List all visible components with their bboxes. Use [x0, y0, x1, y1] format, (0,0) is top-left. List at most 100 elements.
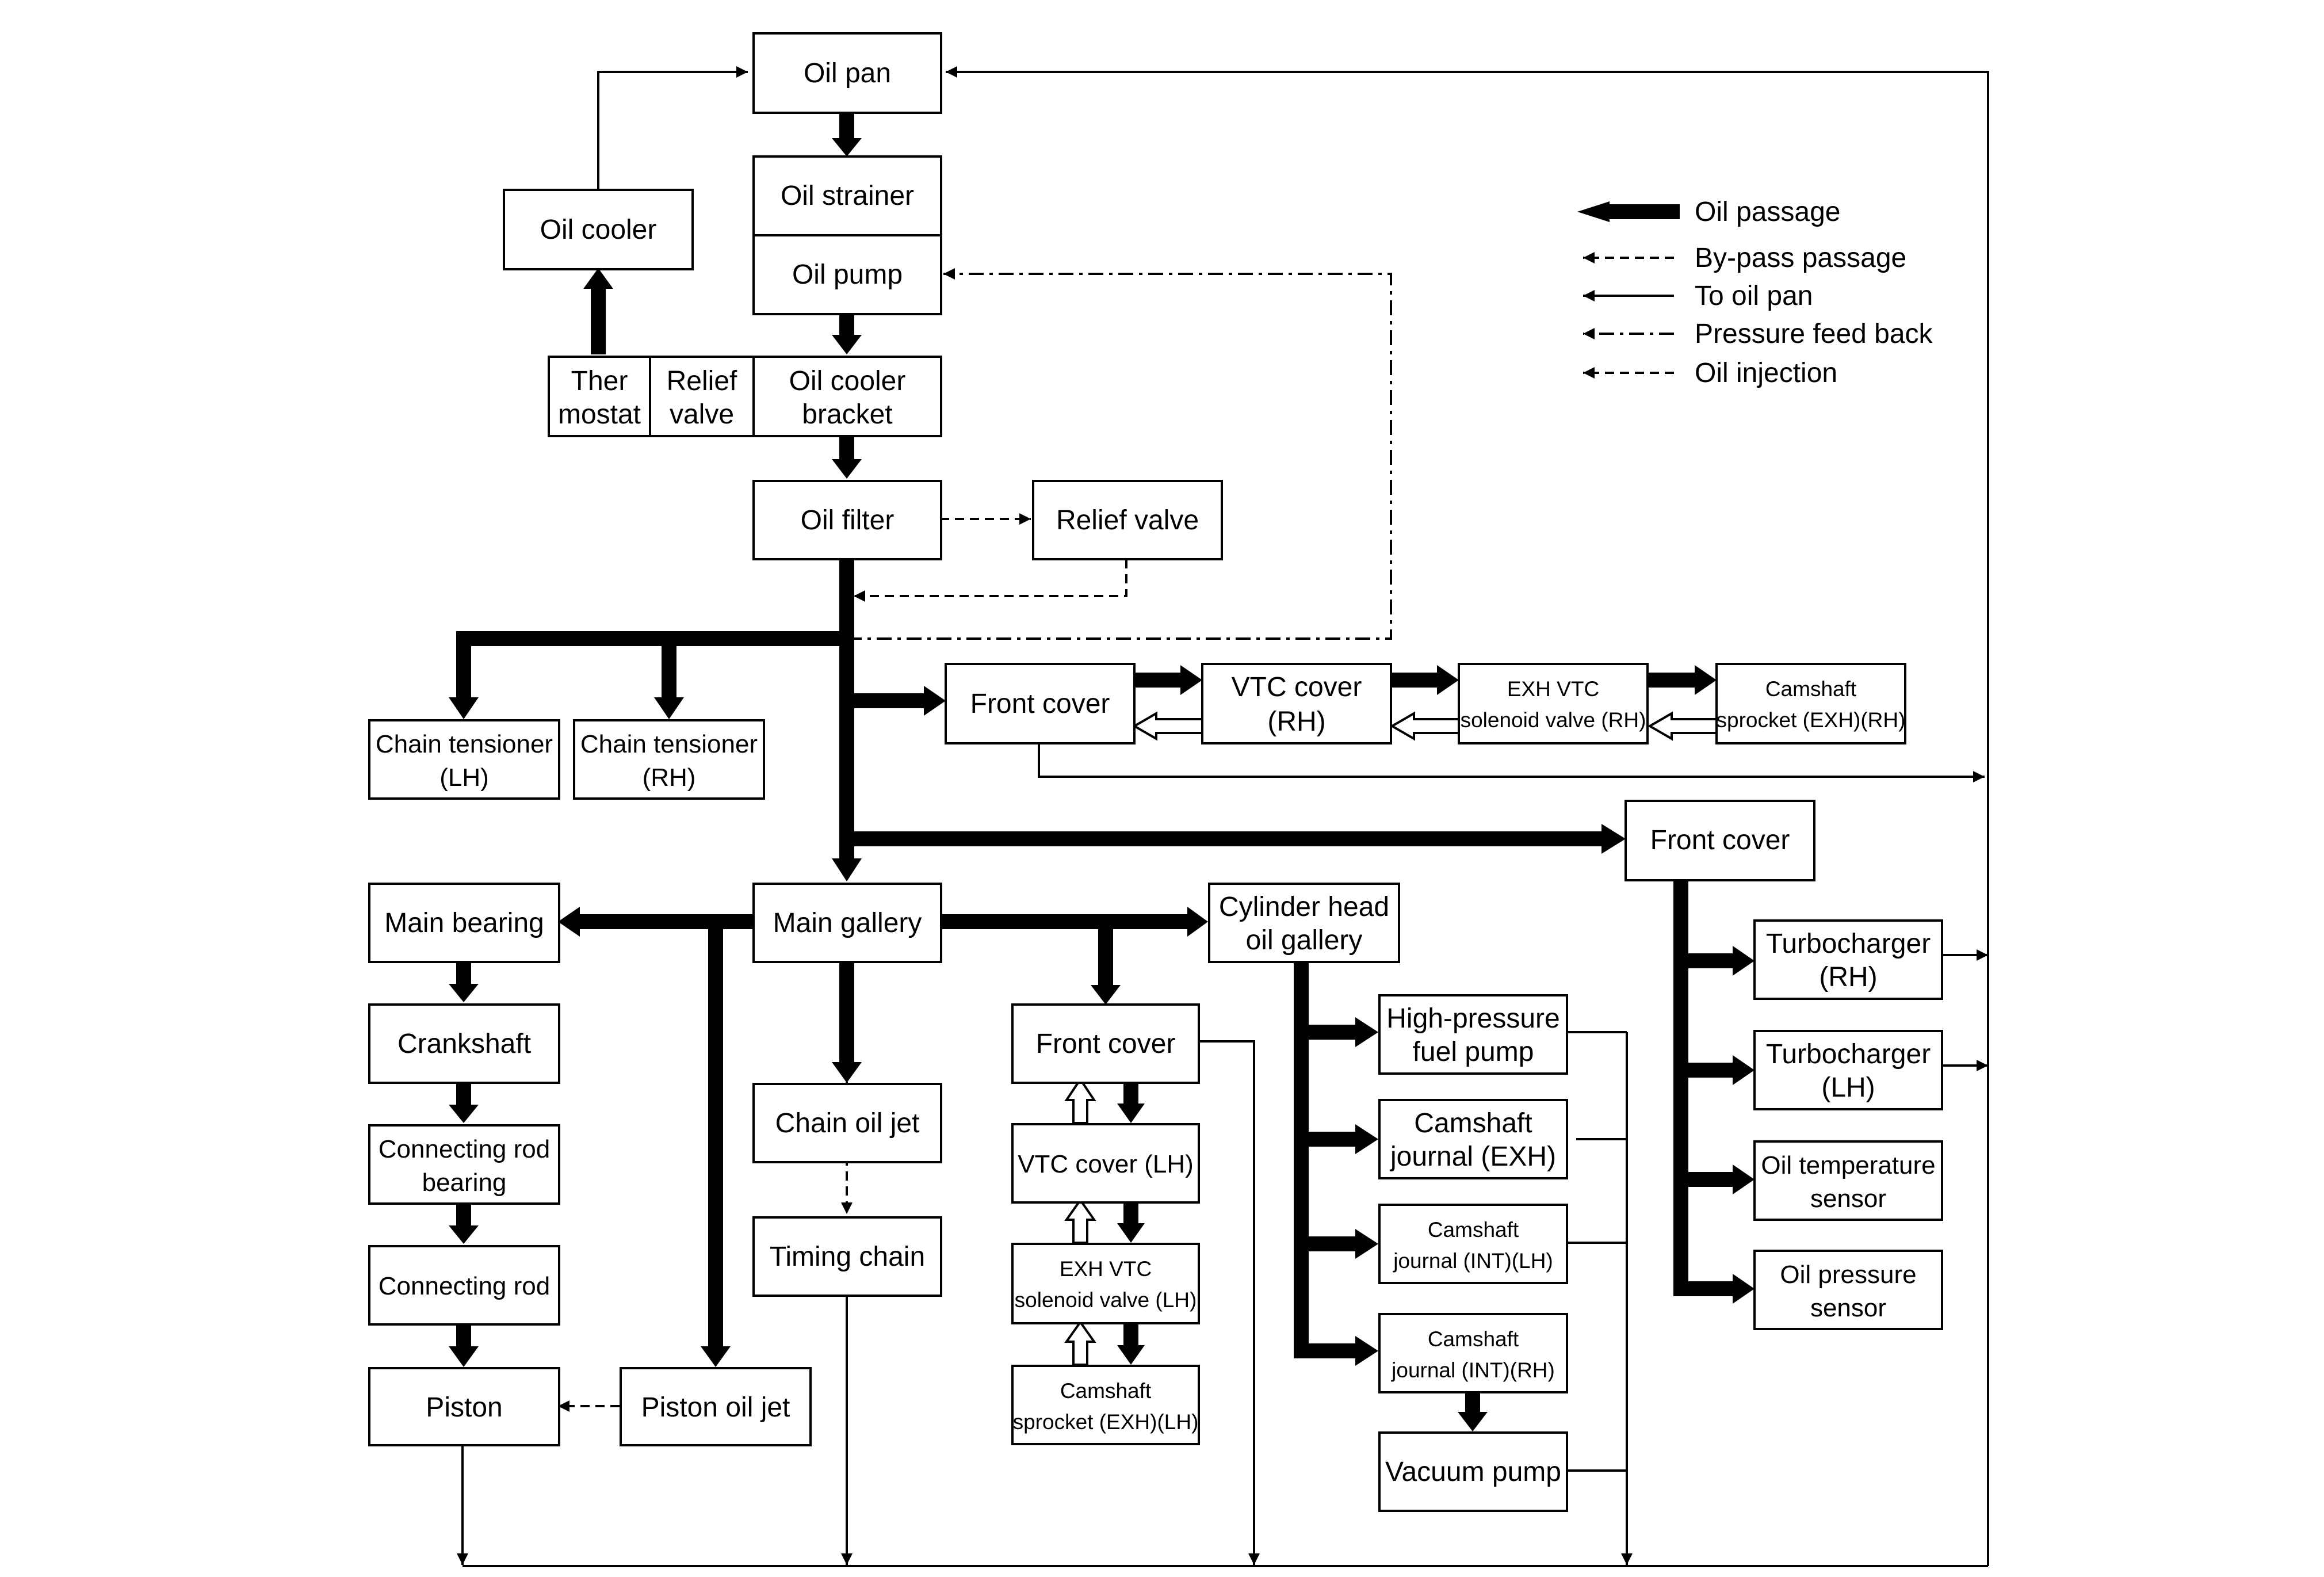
- timing-chain-label: Timing chain: [770, 1242, 925, 1272]
- front-cover-lh-return: [1198, 1040, 1260, 1565]
- oil-cooler-label: Oil cooler: [540, 215, 657, 245]
- front-cover-rh-label: Front cover: [970, 689, 1110, 719]
- legend-bypass-label: By-pass passage: [1695, 243, 1906, 273]
- oil-passage-arrowhead: [832, 858, 862, 881]
- oil-cooler-box: Oil cooler: [503, 189, 694, 270]
- piston-oil-jet-label: Piston oil jet: [641, 1392, 790, 1423]
- oil-passage-arrowhead: [1695, 665, 1717, 695]
- hollow-arrow: [1648, 711, 1718, 741]
- connecting-rod-box: Connecting rod: [368, 1245, 560, 1326]
- oil-passage-arrowhead: [1601, 824, 1626, 854]
- camshaft-journal-exh-label-1: Camshaft: [1414, 1108, 1532, 1139]
- oil-pressure-sensor-label-1: Oil pressure: [1780, 1261, 1916, 1289]
- cylinder-head-oil-gallery-label-2: oil gallery: [1246, 925, 1363, 956]
- relief-valve-label: Relief valve: [1056, 505, 1199, 536]
- main-gallery-box: Main gallery: [752, 883, 942, 963]
- oil-passage-arrowhead: [832, 1062, 862, 1083]
- legend: Oil passage By-pass passage To oil pan P…: [1577, 197, 1933, 388]
- oil-filter-label: Oil filter: [801, 505, 895, 536]
- turbocharger-rh-label-2: (RH): [1819, 962, 1877, 992]
- vtc-cover-rh-box: VTC cover (RH): [1201, 663, 1392, 744]
- turbocharger-lh-box: Turbocharger (LH): [1753, 1030, 1943, 1110]
- oil-passage-arrowhead: [1117, 1103, 1145, 1123]
- legend-bypass-passage: By-pass passage: [1583, 243, 1906, 273]
- camshaft-sprocket-exh-lh-box: Camshaft sprocket (EXH)(LH): [1011, 1365, 1200, 1445]
- chain-oil-jet-label: Chain oil jet: [775, 1108, 920, 1139]
- oil-passage-arrowhead: [1355, 1017, 1378, 1047]
- vtc-cover-rh-label-1: VTC cover: [1232, 672, 1362, 702]
- camshaft-sprocket-exh-lh-label-1: Camshaft: [1060, 1379, 1152, 1403]
- exh-vtc-solenoid-rh-label-1: EXH VTC: [1507, 677, 1599, 701]
- oil-passage-arrowhead: [832, 335, 862, 354]
- boxes: Oil pan Oil strainer Oil pump Oil cooler…: [368, 32, 1943, 1512]
- piston-oil-jet-box: Piston oil jet: [620, 1367, 812, 1446]
- oil-filter-box: Oil filter: [752, 480, 942, 560]
- high-pressure-fuel-pump-box: High-pressure fuel pump: [1378, 994, 1568, 1075]
- oil-passage-arrowhead: [1117, 1223, 1145, 1243]
- camshaft-journal-int-lh-label-1: Camshaft: [1428, 1218, 1519, 1242]
- oil-pressure-sensor-box: Oil pressure sensor: [1753, 1250, 1943, 1330]
- turbocharger-lh-label-2: (LH): [1821, 1072, 1875, 1103]
- oil-temperature-sensor-box: Oil temperature sensor: [1753, 1140, 1943, 1221]
- oil-passage-arrowhead: [449, 1105, 479, 1123]
- oil-passage-arrowhead: [449, 697, 479, 719]
- exh-vtc-solenoid-lh-box: EXH VTC solenoid valve (LH): [1011, 1243, 1200, 1324]
- legend-oil-passage-label: Oil passage: [1695, 197, 1840, 227]
- oil-passage-arrowhead: [1458, 1412, 1488, 1431]
- cylinder-head-oil-gallery-box: Cylinder head oil gallery: [1208, 883, 1400, 963]
- front-cover-lh-label: Front cover: [1036, 1029, 1176, 1059]
- front-cover-turbo-box: Front cover: [1624, 800, 1815, 881]
- camshaft-journal-int-rh-label-2: journal (INT)(RH): [1391, 1358, 1555, 1382]
- oil-pan-box: Oil pan: [752, 32, 942, 114]
- chain-tensioner-rh-label-1: Chain tensioner: [580, 730, 758, 758]
- hollow-arrow: [1064, 1077, 1096, 1124]
- camshaft-journal-int-rh-box: Camshaft journal (INT)(RH): [1378, 1313, 1568, 1393]
- main-bearing-label: Main bearing: [384, 908, 544, 938]
- hollow-arrow: [1132, 711, 1203, 741]
- high-pressure-fuel-pump-label-2: fuel pump: [1413, 1037, 1534, 1067]
- oil-passage-arrowhead: [1437, 665, 1459, 695]
- oil-passage-arrowhead: [832, 459, 862, 479]
- oil-passage-arrowhead: [449, 1225, 479, 1244]
- connecting-rod-bearing-label-1: Connecting rod: [379, 1135, 550, 1163]
- high-pressure-fuel-pump-label-1: High-pressure: [1386, 1003, 1559, 1034]
- cylinder-head-oil-gallery-label-1: Cylinder head: [1219, 892, 1389, 922]
- oil-passage-arrowhead: [1355, 1229, 1378, 1259]
- thermostat-label-1: Ther: [571, 366, 628, 396]
- connecting-rod-bearing-box: Connecting rod bearing: [368, 1124, 560, 1205]
- front-cover-rh-return: [1038, 743, 1985, 782]
- oil-strainer-pump-box: Oil strainer Oil pump: [752, 155, 942, 315]
- oil-passage-arrowhead: [1091, 985, 1121, 1005]
- vtc-cover-lh-box: VTC cover (LH): [1011, 1123, 1200, 1204]
- front-cover-rh-box: Front cover: [945, 663, 1136, 744]
- oil-pan-label: Oil pan: [804, 58, 891, 89]
- piston-box: Piston: [368, 1367, 560, 1446]
- timing-chain-box: Timing chain: [752, 1216, 942, 1297]
- oil-cooler-return: [597, 66, 748, 190]
- return-line-right: [946, 66, 1989, 1566]
- front-cover-lh-box: Front cover: [1011, 1003, 1200, 1084]
- legend-to-oil-pan-label: To oil pan: [1695, 281, 1813, 311]
- camshaft-journal-int-rh-label-1: Camshaft: [1428, 1327, 1519, 1351]
- connectors: [449, 66, 1989, 1567]
- legend-oil-injection: Oil injection: [1583, 358, 1837, 388]
- exh-vtc-solenoid-rh-label-2: solenoid valve (RH): [1461, 708, 1646, 732]
- connecting-rod-label: Connecting rod: [379, 1272, 550, 1300]
- oil-passage-arrowhead: [701, 1346, 731, 1367]
- vacuum-pump-label: Vacuum pump: [1385, 1457, 1561, 1487]
- camshaft-journal-int-lh-label-2: journal (INT)(LH): [1393, 1249, 1553, 1273]
- oil-passage-arrowhead: [1355, 1124, 1378, 1154]
- vtc-cover-rh-label-2: (RH): [1267, 707, 1325, 737]
- oil-passage-arrowhead: [1117, 1345, 1145, 1365]
- oil-passage-arrowhead: [558, 907, 580, 937]
- hollow-arrow: [1390, 711, 1460, 741]
- relief-valve-small-label-1: Relief: [667, 366, 737, 396]
- turbocharger-rh-box: Turbocharger (RH): [1753, 919, 1943, 1000]
- oil-passage-arrowhead: [654, 697, 684, 719]
- chain-tensioner-lh-label-1: Chain tensioner: [376, 730, 553, 758]
- chain-tensioner-lh-label-2: (LH): [439, 763, 489, 792]
- relief-valve-box: Relief valve: [1032, 480, 1223, 560]
- oil-temperature-sensor-label-1: Oil temperature: [1761, 1151, 1935, 1179]
- oil-passage-arrowhead: [1733, 1055, 1755, 1085]
